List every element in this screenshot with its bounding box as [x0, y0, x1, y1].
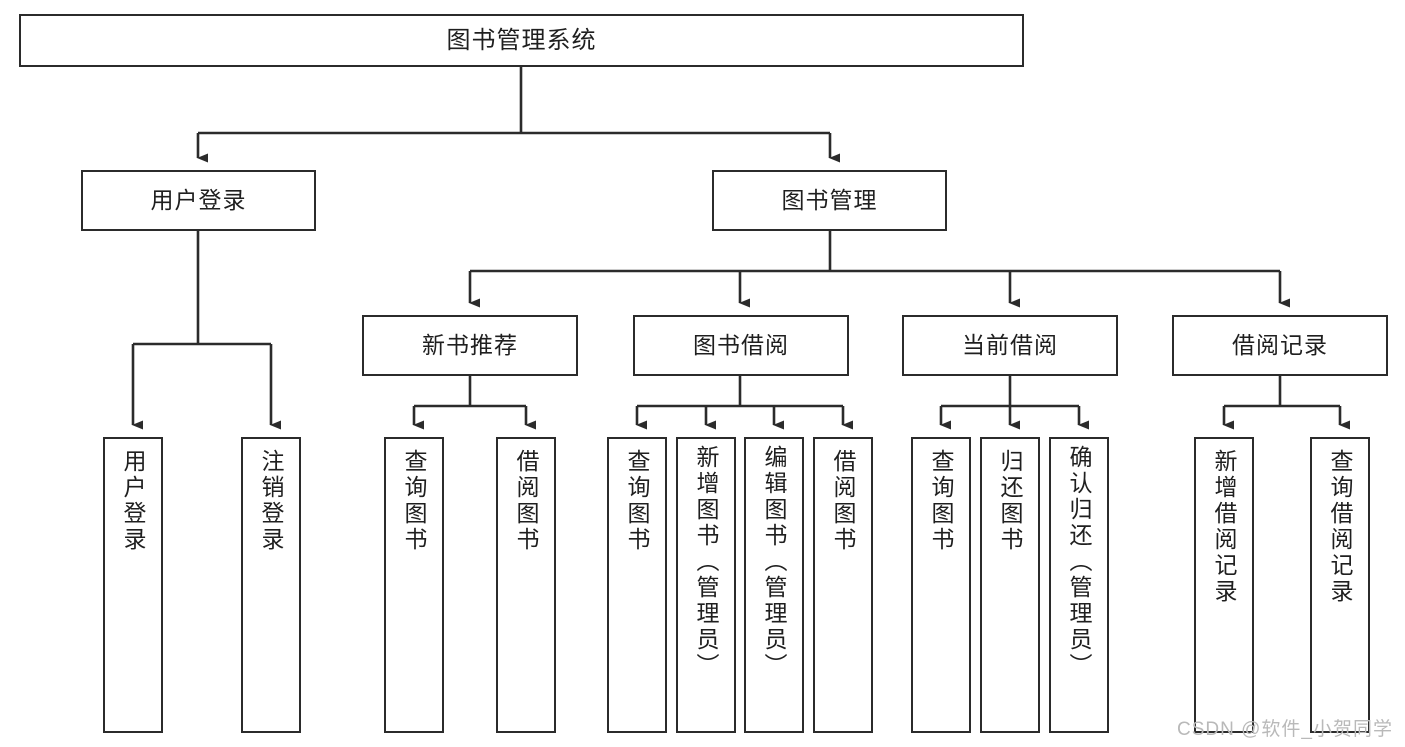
- leaf-confirm-return-admin[interactable]: 确认归还（管理员）: [1049, 437, 1109, 733]
- leaf-user-login[interactable]: 用户登录: [103, 437, 163, 733]
- node-label: 图书管理系统: [446, 26, 597, 54]
- node-label: 查询图书: [401, 449, 428, 553]
- leaf-add-borrow-record[interactable]: 新增借阅记录: [1194, 437, 1254, 733]
- leaf-query-book-current[interactable]: 查询图书: [911, 437, 971, 733]
- node-label: 借阅图书: [830, 449, 857, 553]
- leaf-query-book-recommend[interactable]: 查询图书: [384, 437, 444, 733]
- node-label: 新增图书（管理员）: [693, 445, 720, 679]
- leaf-query-book-borrow[interactable]: 查询图书: [607, 437, 667, 733]
- leaf-query-borrow-record[interactable]: 查询借阅记录: [1310, 437, 1370, 733]
- node-user-login[interactable]: 用户登录: [81, 170, 316, 231]
- node-label: 借阅图书: [513, 449, 540, 553]
- node-label: 用户登录: [120, 449, 147, 553]
- node-label: 图书借阅: [693, 332, 789, 359]
- node-label: 用户登录: [150, 187, 247, 214]
- leaf-add-book-admin[interactable]: 新增图书（管理员）: [676, 437, 736, 733]
- node-book-management[interactable]: 图书管理: [712, 170, 947, 231]
- leaf-borrow-book-recommend[interactable]: 借阅图书: [496, 437, 556, 733]
- node-new-book-recommend[interactable]: 新书推荐: [362, 315, 578, 376]
- node-book-management-system[interactable]: 图书管理系统: [19, 14, 1024, 67]
- leaf-borrow-book[interactable]: 借阅图书: [813, 437, 873, 733]
- node-label: 确认归还（管理员）: [1066, 445, 1093, 679]
- node-label: 编辑图书（管理员）: [761, 445, 788, 679]
- node-label: 归还图书: [997, 449, 1024, 553]
- node-label: 查询图书: [928, 449, 955, 553]
- node-label: 查询图书: [624, 449, 651, 553]
- node-label: 新增借阅记录: [1211, 449, 1238, 605]
- csdn-watermark: CSDN @软件_小贺同学: [1177, 719, 1393, 740]
- leaf-logout[interactable]: 注销登录: [241, 437, 301, 733]
- node-current-borrow[interactable]: 当前借阅: [902, 315, 1118, 376]
- node-label: 新书推荐: [422, 332, 518, 359]
- node-borrow-record[interactable]: 借阅记录: [1172, 315, 1388, 376]
- node-label: 当前借阅: [962, 332, 1058, 359]
- leaf-edit-book-admin[interactable]: 编辑图书（管理员）: [744, 437, 804, 733]
- node-label: 查询借阅记录: [1327, 449, 1354, 605]
- node-book-borrow[interactable]: 图书借阅: [633, 315, 849, 376]
- node-label: 借阅记录: [1232, 332, 1328, 359]
- node-label: 图书管理: [781, 187, 878, 214]
- leaf-return-book[interactable]: 归还图书: [980, 437, 1040, 733]
- node-label: 注销登录: [258, 449, 285, 553]
